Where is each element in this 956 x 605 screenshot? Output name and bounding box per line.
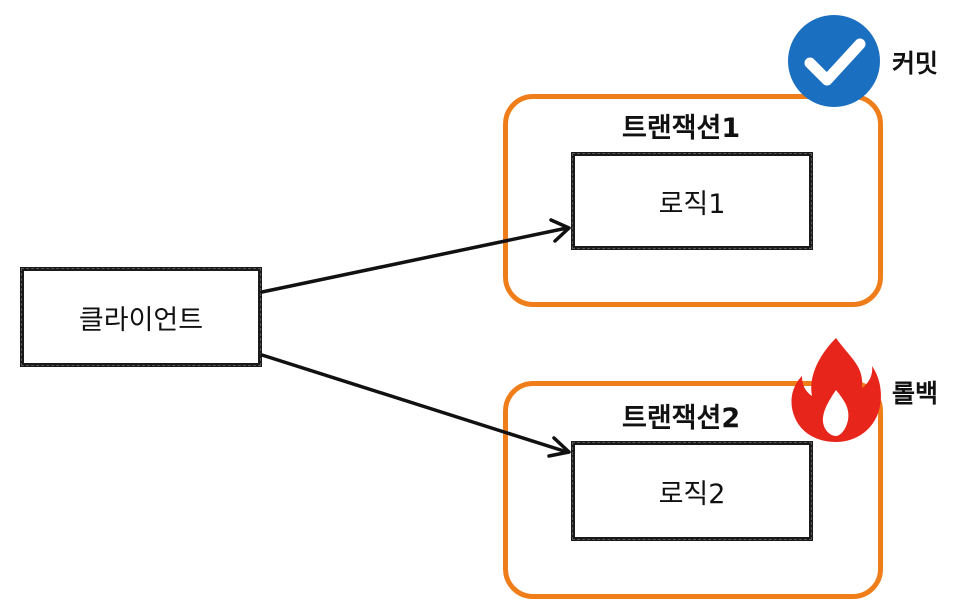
commit-label: 커밋	[892, 49, 939, 78]
arrowhead-logic-1	[549, 218, 571, 243]
client-box: 클라이언트	[20, 267, 262, 367]
fire-icon	[791, 338, 881, 442]
logic-2-box: 로직2	[571, 441, 813, 541]
rollback-label: 롤백	[892, 379, 939, 408]
check-circle-icon	[788, 15, 880, 107]
arrow-to-logic-1	[260, 226, 569, 294]
transaction-2-title: 트랜잭션2	[622, 403, 741, 434]
logic-1-box: 로직1	[571, 152, 813, 250]
transaction-1-title: 트랜잭션1	[622, 113, 741, 144]
arrowhead-logic-2	[547, 436, 571, 458]
arrow-to-logic-2	[260, 353, 569, 454]
